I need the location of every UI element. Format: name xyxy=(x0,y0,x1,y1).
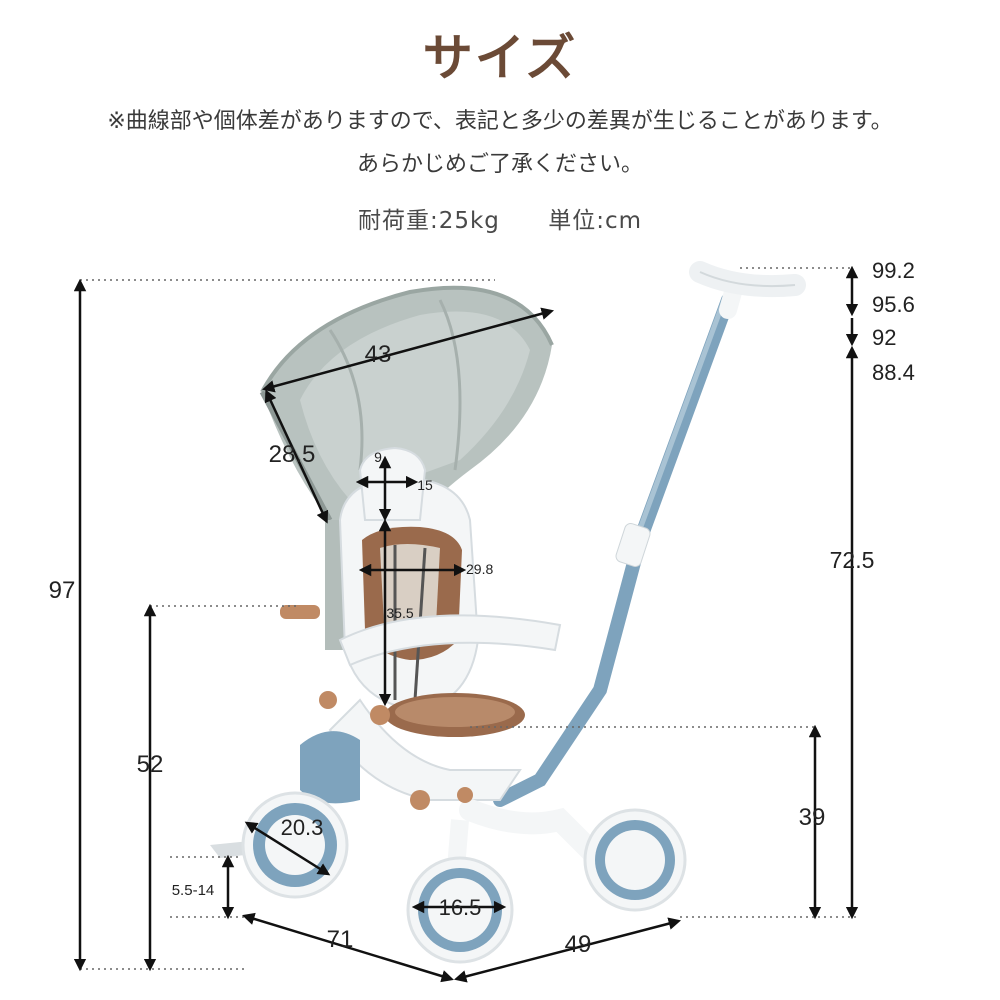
tricycle-illustration xyxy=(210,261,806,964)
spec-line: 耐荷重:25kg 単位:cm xyxy=(0,201,1000,235)
label-seat-back-height: 52 xyxy=(137,751,164,778)
label-seat-width: 29.8 xyxy=(466,561,493,577)
label-length: 71 xyxy=(327,926,354,953)
label-handle-lower: 72.5 xyxy=(830,547,875,573)
label-handle-1: 99.2 xyxy=(872,258,915,283)
front-wheel xyxy=(241,791,349,899)
label-handle-4: 88.4 xyxy=(872,360,915,385)
label-handle-3: 92 xyxy=(872,325,896,350)
unit-label: 単位:cm xyxy=(548,208,643,234)
load-capacity: 耐荷重:25kg xyxy=(357,208,500,234)
page-title: サイズ xyxy=(422,29,578,87)
dimension-lines xyxy=(73,265,860,983)
seat xyxy=(338,446,562,737)
disclaimer-line-2: あらかじめご了承ください。 xyxy=(356,152,643,177)
label-handle-2: 95.6 xyxy=(872,292,915,317)
label-headrest-width: 15 xyxy=(417,477,433,493)
label-rear-wheel: 16.5 xyxy=(439,895,482,920)
label-seat-height: 39 xyxy=(799,804,826,831)
label-canopy-depth: 28.5 xyxy=(269,441,316,468)
label-seat-back: 35.5 xyxy=(386,605,413,621)
rear-wheel-right xyxy=(583,808,687,912)
label-canopy-width: 43 xyxy=(365,341,392,368)
disclaimer-line-1: ※曲線部や個体差がありますので、表記と多少の差異が生じることがあります。 xyxy=(107,109,893,134)
label-footrest-height: 5.5-14 xyxy=(172,882,215,899)
label-front-wheel: 20.3 xyxy=(281,815,324,840)
push-handle xyxy=(493,261,806,807)
label-headrest-height: 9 xyxy=(374,449,382,465)
label-total-height: 97 xyxy=(49,577,76,604)
frame xyxy=(210,605,611,881)
label-width: 49 xyxy=(565,931,592,958)
dimension-labels: 97 52 43 28.5 9 15 29.8 35.5 99.2 95.6 9… xyxy=(49,258,915,958)
